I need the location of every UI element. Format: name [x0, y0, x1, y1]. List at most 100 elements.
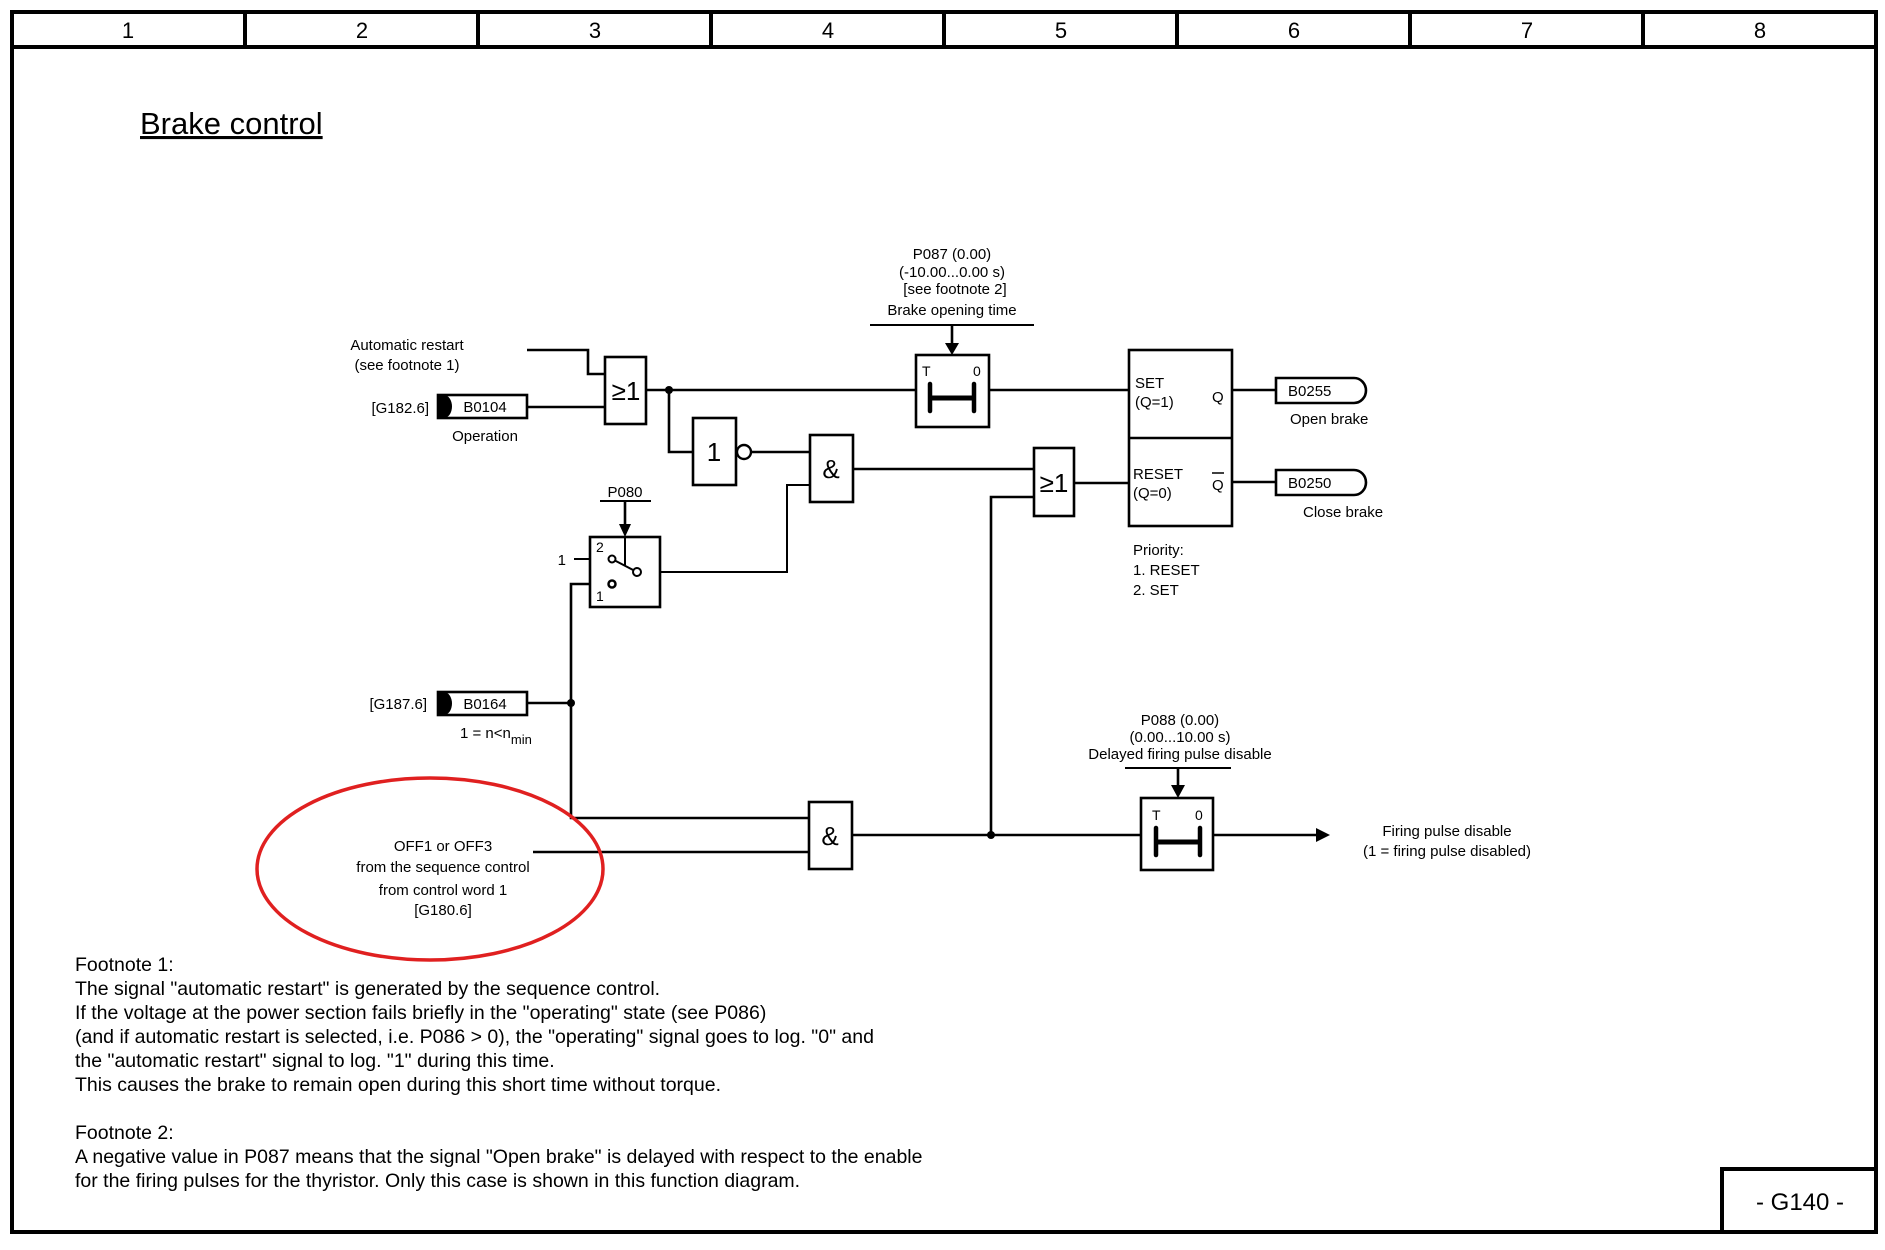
footnote-2: Footnote 2: A negative value in P087 mea…	[75, 1122, 922, 1192]
switch-contact-icon	[607, 554, 617, 564]
footnote-line: If the voltage at the power section fail…	[75, 1002, 766, 1024]
timer-param-line: Brake opening time	[887, 302, 1016, 319]
frame-border	[10, 10, 1878, 1234]
column-label: 1	[122, 18, 134, 43]
footnote-line: The signal "automatic restart" is genera…	[75, 978, 660, 1000]
footnote-line: This causes the brake to remain open dur…	[75, 1074, 721, 1096]
gate-symbol: ≥1	[1040, 468, 1069, 498]
or-gate-1: ≥1	[603, 355, 648, 426]
switch-contact-icon	[607, 579, 617, 589]
timer-param-line: P087 (0.00)	[913, 246, 991, 263]
timer-zero-label: 0	[1195, 807, 1203, 823]
speed-min-ref: [G187.6]	[369, 696, 427, 713]
connector-b0255: B0255	[1274, 376, 1368, 405]
open-brake-label: Open brake	[1290, 411, 1368, 428]
gate-symbol: &	[822, 454, 839, 484]
connector-b0250: B0250	[1274, 468, 1368, 497]
connector-label: B0164	[463, 696, 506, 713]
timer-t-label: T	[922, 363, 931, 379]
timer-param-line: (0.00...10.00 s)	[1130, 729, 1231, 746]
connector-b0164: B0164	[436, 690, 529, 717]
timer-param-line: [see footnote 2]	[903, 281, 1006, 298]
column-label: 2	[356, 18, 368, 43]
off-signal-line: from the sequence control	[356, 859, 529, 876]
column-label: 6	[1288, 18, 1300, 43]
wire	[527, 348, 605, 376]
priority-line: Priority:	[1133, 542, 1184, 559]
wire	[667, 390, 693, 454]
off-signal-line: from control word 1	[379, 882, 507, 899]
arrow-right-icon	[1316, 828, 1330, 842]
switch-p080: P080 2 1 1	[558, 484, 662, 609]
footnote-line: for the firing pulses for the thyristor.…	[75, 1170, 800, 1192]
connector-b0104: B0104	[436, 393, 529, 420]
reset-label: RESET	[1133, 466, 1183, 483]
wire	[989, 495, 1034, 835]
operation-label: Operation	[452, 428, 518, 445]
q-output-label: Q	[1212, 389, 1224, 406]
timer-param-line: Delayed firing pulse disable	[1088, 746, 1271, 763]
page-title: Brake control	[140, 106, 323, 141]
off-signal-line: [G180.6]	[414, 902, 472, 919]
timer-p087: P087 (0.00) (-10.00...0.00 s) [see footn…	[870, 246, 1034, 429]
highlight-ellipse	[255, 776, 605, 962]
connector-input-marker-icon	[438, 692, 452, 715]
connector-label: B0104	[463, 399, 506, 416]
wire	[646, 484, 810, 573]
junction-dot	[987, 831, 995, 839]
firing-pulse-note: (1 = firing pulse disabled)	[1363, 843, 1531, 860]
wires	[527, 348, 1330, 854]
gate-symbol: 1	[707, 437, 721, 467]
junction-dot	[567, 699, 575, 707]
column-label: 7	[1521, 18, 1533, 43]
set-condition: (Q=1)	[1135, 394, 1174, 411]
off-signal-line: OFF1 or OFF3	[394, 838, 492, 855]
footnote-heading: Footnote 1:	[75, 954, 174, 976]
page-id-box: - G140 -	[1720, 1167, 1876, 1232]
firing-pulse-label: Firing pulse disable	[1382, 823, 1511, 840]
connector-input-marker-icon	[438, 395, 452, 418]
speed-min-label-sub: min	[511, 732, 532, 747]
switch-pos-label: 2	[596, 539, 604, 555]
wire	[569, 582, 809, 820]
column-label: 5	[1055, 18, 1067, 43]
timer-param-line: P088 (0.00)	[1141, 712, 1219, 729]
off-signal-input: OFF1 or OFF3 from the sequence control f…	[356, 838, 529, 919]
not-gate: 1	[691, 416, 753, 487]
qbar-output-label: Q	[1212, 477, 1224, 494]
connector-label: B0255	[1288, 383, 1331, 400]
and-gate-1: &	[808, 433, 855, 504]
column-label: 4	[822, 18, 834, 43]
and-gate-2: &	[807, 800, 854, 871]
automatic-restart-note: (see footnote 1)	[354, 357, 459, 374]
timer-param-line: (-10.00...0.00 s)	[899, 264, 1005, 281]
sheet-frame: 1 2 3 4 5 6 7 8	[10, 10, 1878, 1234]
footnote-line: (and if automatic restart is selected, i…	[75, 1026, 874, 1048]
footnote-line: A negative value in P087 means that the …	[75, 1146, 922, 1168]
switch-input-label: 1	[558, 552, 566, 569]
priority-line: 1. RESET	[1133, 562, 1200, 579]
gate-symbol: &	[821, 821, 838, 851]
page-id: - G140 -	[1756, 1189, 1844, 1216]
switch-param: P080	[607, 484, 642, 501]
priority-line: 2. SET	[1133, 582, 1179, 599]
timer-p088: P088 (0.00) (0.00...10.00 s) Delayed fir…	[1088, 712, 1272, 872]
timer-delay-icon	[1153, 825, 1203, 858]
junction-dot	[665, 386, 673, 394]
switch-pos-label: 1	[596, 588, 604, 604]
switch-contact-icon	[632, 567, 642, 577]
arrow-down-icon	[945, 343, 959, 355]
footnote-heading: Footnote 2:	[75, 1122, 174, 1144]
column-label: 8	[1754, 18, 1766, 43]
footnote-1: Footnote 1: The signal "automatic restar…	[75, 954, 874, 1096]
set-label: SET	[1135, 375, 1164, 392]
column-label: 3	[589, 18, 601, 43]
timer-zero-label: 0	[973, 363, 981, 379]
arrow-down-icon	[619, 524, 631, 537]
automatic-restart-label: Automatic restart	[350, 337, 464, 354]
inverter-bubble-icon	[735, 443, 753, 461]
reset-condition: (Q=0)	[1133, 485, 1172, 502]
timer-t-label: T	[1152, 807, 1161, 823]
gate-symbol: ≥1	[612, 376, 641, 406]
